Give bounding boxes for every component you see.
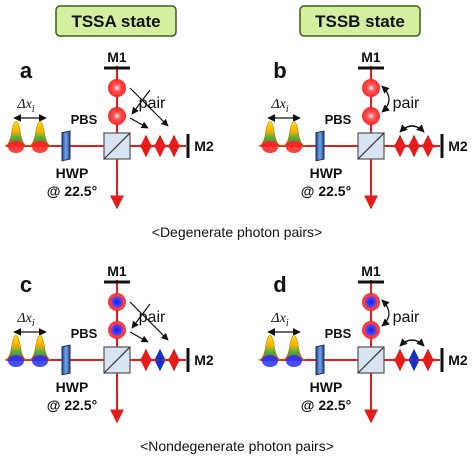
wave-packet-1 bbox=[257, 120, 283, 153]
pair-arrow-2 bbox=[129, 331, 149, 343]
wave-packet-shape bbox=[27, 120, 53, 147]
state-label-a: TSSA state bbox=[71, 12, 160, 31]
delta-x-label: Δxi bbox=[16, 97, 34, 115]
state-header-a: TSSA state bbox=[55, 5, 177, 37]
delta-x-label: Δxi bbox=[270, 311, 288, 329]
photon-vertical-1 bbox=[108, 293, 126, 311]
hwp-angle-label: @ 22.5° bbox=[47, 183, 97, 199]
hwp-label: HWP bbox=[310, 379, 343, 395]
photon-vertical-1 bbox=[362, 79, 380, 97]
pair-label: pair bbox=[139, 95, 166, 112]
photon-vertical-1 bbox=[108, 79, 126, 97]
mirror-m1-label: M1 bbox=[361, 49, 381, 65]
wave-packet-1 bbox=[3, 120, 29, 153]
hwp-angle-label: @ 22.5° bbox=[47, 397, 97, 413]
wave-packet-shape bbox=[27, 334, 53, 361]
photon-vertical-2 bbox=[362, 321, 380, 339]
hwp-plate bbox=[61, 130, 71, 162]
pair-arrow-1 bbox=[129, 301, 169, 341]
mirror-m2-label: M2 bbox=[448, 138, 468, 154]
panel-letter: d bbox=[273, 272, 286, 297]
hwp-angle-label: @ 22.5° bbox=[301, 183, 351, 199]
wave-packet-core bbox=[32, 355, 48, 367]
pair-arc-horizontal bbox=[399, 338, 425, 347]
pair-arc-vertical bbox=[381, 299, 390, 327]
mirror-m2-label: M2 bbox=[194, 138, 214, 154]
pair-arc-horizontal bbox=[399, 124, 425, 133]
pbs-diagonal bbox=[103, 346, 131, 374]
wave-packet-2 bbox=[27, 120, 53, 153]
pbs-label: PBS bbox=[71, 112, 98, 127]
hwp-plate bbox=[61, 344, 71, 376]
hwp-label: HWP bbox=[56, 165, 89, 181]
hwp-angle-label: @ 22.5° bbox=[301, 397, 351, 413]
wave-packet-shape bbox=[3, 120, 29, 147]
wave-packet-shape bbox=[281, 120, 307, 147]
hwp-label: HWP bbox=[56, 379, 89, 395]
mirror-m1-label: M1 bbox=[107, 49, 127, 65]
pbs-diagonal bbox=[357, 132, 385, 160]
pair-label: pair bbox=[393, 95, 420, 112]
panel-letter: a bbox=[20, 58, 33, 83]
photon-vertical-1 bbox=[362, 293, 380, 311]
pair-label: pair bbox=[393, 309, 420, 326]
pbs-label: PBS bbox=[325, 112, 352, 127]
state-header-b: TSSB state bbox=[299, 5, 421, 37]
wave-packet-core bbox=[8, 141, 24, 153]
pair-arrow-1 bbox=[129, 87, 169, 127]
wave-packet-core bbox=[286, 141, 302, 153]
wave-packet-core bbox=[8, 355, 24, 367]
mirror-m2-label: M2 bbox=[194, 352, 214, 368]
mirror-m1-label: M1 bbox=[361, 263, 381, 279]
mirror-m2-label: M2 bbox=[448, 352, 468, 368]
wave-packet-2 bbox=[27, 334, 53, 367]
photon-vertical-2 bbox=[108, 107, 126, 125]
state-label-b: TSSB state bbox=[315, 12, 405, 31]
wave-packet-core bbox=[286, 355, 302, 367]
hwp-plate bbox=[315, 344, 325, 376]
photon-vertical-2 bbox=[362, 107, 380, 125]
wave-packet-core bbox=[262, 355, 278, 367]
wave-packet-shape bbox=[257, 334, 283, 361]
wave-packet-2 bbox=[281, 334, 307, 367]
mirror-m1-label: M1 bbox=[107, 263, 127, 279]
pbs-diagonal bbox=[103, 132, 131, 160]
pbs-label: PBS bbox=[71, 326, 98, 341]
wave-packet-shape bbox=[3, 334, 29, 361]
pair-arrow-3 bbox=[131, 303, 151, 329]
delta-x-label: Δxi bbox=[16, 311, 34, 329]
pair-arc-vertical bbox=[381, 85, 390, 113]
wave-packet-core bbox=[32, 141, 48, 153]
pair-arrow-3 bbox=[131, 89, 151, 115]
delta-x-label: Δxi bbox=[270, 97, 288, 115]
caption-nondegenerate: <Nondegenerate photon pairs> bbox=[140, 438, 334, 454]
wave-packet-1 bbox=[257, 334, 283, 367]
panel-letter: b bbox=[273, 58, 286, 83]
pair-arrow-2 bbox=[129, 117, 149, 129]
wave-packet-shape bbox=[257, 120, 283, 147]
pair-label: pair bbox=[139, 309, 166, 326]
panel-letter: c bbox=[20, 272, 32, 297]
wave-packet-1 bbox=[3, 334, 29, 367]
hwp-plate bbox=[315, 130, 325, 162]
caption-degenerate: <Degenerate photon pairs> bbox=[152, 224, 322, 240]
pbs-diagonal bbox=[357, 346, 385, 374]
wave-packet-core bbox=[262, 141, 278, 153]
wave-packet-2 bbox=[281, 120, 307, 153]
photon-vertical-2 bbox=[108, 321, 126, 339]
hwp-label: HWP bbox=[310, 165, 343, 181]
pbs-label: PBS bbox=[325, 326, 352, 341]
wave-packet-shape bbox=[281, 334, 307, 361]
